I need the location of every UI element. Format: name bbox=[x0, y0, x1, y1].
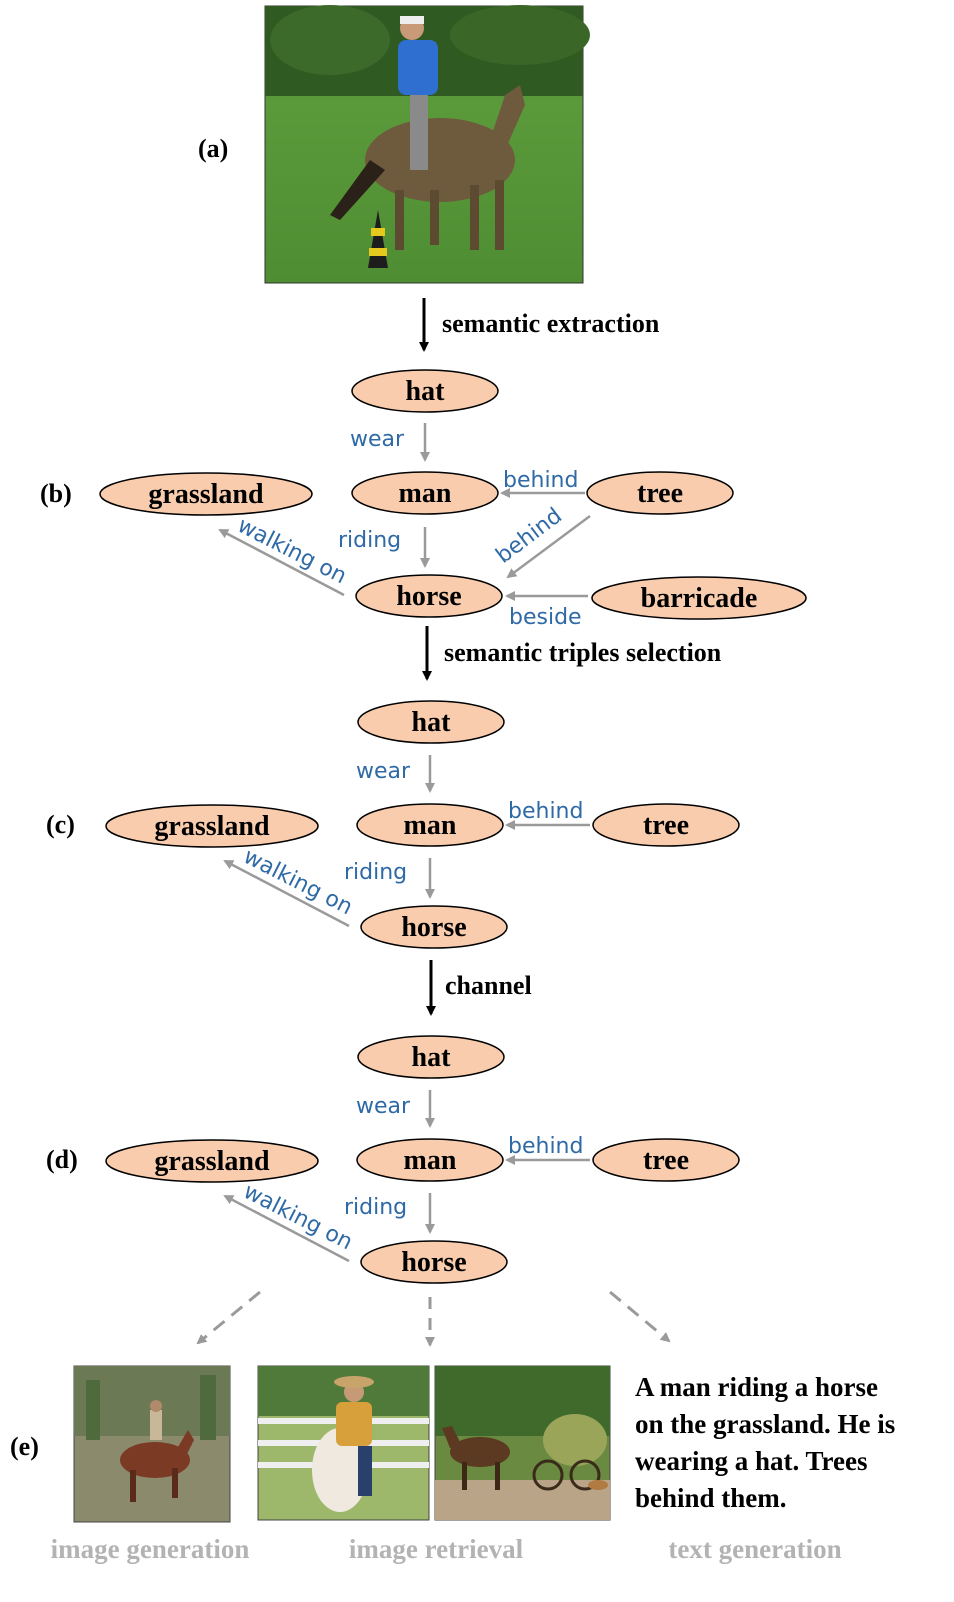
node-grassland bbox=[105, 804, 319, 848]
panel-label-a: (a) bbox=[198, 134, 228, 163]
edge-walking-on bbox=[218, 528, 345, 597]
relation-behind: behind bbox=[508, 1134, 583, 1159]
node-tree-label: tree bbox=[637, 478, 683, 509]
node-hat-label: hat bbox=[412, 1042, 452, 1073]
step-extraction-label: semantic extraction bbox=[442, 309, 660, 338]
node-tree bbox=[592, 1138, 740, 1182]
relation-walking-on: walking on bbox=[239, 1179, 356, 1255]
relation-riding: riding bbox=[338, 528, 401, 553]
node-hat bbox=[351, 369, 499, 413]
relation-behind: behind bbox=[503, 468, 578, 493]
relation-behind: behind bbox=[508, 799, 583, 824]
generated-caption: A man riding a horse on the grassland. H… bbox=[635, 1372, 895, 1513]
scene-graph-selected: wear behind riding walking on hat grassl… bbox=[105, 700, 740, 949]
node-grassland bbox=[99, 472, 313, 516]
caption-line-1: A man riding a horse bbox=[635, 1372, 878, 1402]
node-horse-label: horse bbox=[401, 1247, 466, 1278]
node-man-label: man bbox=[404, 1145, 457, 1176]
node-tree bbox=[586, 471, 734, 515]
retrieved-image-2 bbox=[434, 1365, 611, 1521]
step-selection-label: semantic triples selection bbox=[444, 638, 722, 667]
node-tree-label: tree bbox=[643, 1145, 689, 1176]
panel-label-b: (b) bbox=[40, 479, 72, 508]
panel-label-c: (c) bbox=[46, 810, 75, 839]
relation-riding: riding bbox=[344, 1195, 407, 1220]
generated-image bbox=[73, 1365, 231, 1523]
node-man-label: man bbox=[404, 810, 457, 841]
node-horse-label: horse bbox=[396, 581, 461, 612]
node-grassland-label: grassland bbox=[154, 811, 270, 842]
caption-line-3: wearing a hat. Trees bbox=[635, 1446, 867, 1476]
edge-walking-on bbox=[223, 859, 350, 928]
arrow-to-text-generation bbox=[609, 1290, 671, 1343]
panel-label-d: (d) bbox=[46, 1145, 78, 1174]
node-horse bbox=[360, 905, 508, 949]
caption-line-4: behind them. bbox=[635, 1483, 787, 1513]
step-channel-label: channel bbox=[445, 971, 532, 1000]
relation-walking-on: walking on bbox=[239, 844, 356, 920]
arrow-to-image-generation bbox=[196, 1290, 261, 1345]
node-grassland-label: grassland bbox=[148, 479, 264, 510]
input-photo bbox=[264, 5, 590, 284]
node-horse bbox=[355, 574, 503, 618]
retrieved-image-1 bbox=[257, 1365, 430, 1521]
edge-walking-on bbox=[223, 1194, 350, 1263]
node-hat-label: hat bbox=[406, 376, 446, 407]
node-man bbox=[356, 1138, 504, 1182]
node-hat bbox=[357, 1035, 505, 1079]
node-man bbox=[351, 471, 499, 515]
scene-graph-received: wear behind riding walking on hat grassl… bbox=[105, 1035, 740, 1284]
relation-beside: beside bbox=[509, 605, 582, 630]
node-barricade-label: barricade bbox=[641, 583, 758, 614]
node-man-label: man bbox=[399, 478, 452, 509]
node-grassland bbox=[105, 1139, 319, 1183]
node-grassland-label: grassland bbox=[154, 1146, 270, 1177]
node-hat-label: hat bbox=[412, 707, 452, 738]
edge-tree-behind-horse bbox=[506, 514, 591, 579]
node-man bbox=[356, 803, 504, 847]
caption-line-2: on the grassland. He is bbox=[635, 1409, 895, 1439]
output-label-image-retrieval: image retrieval bbox=[349, 1534, 524, 1564]
relation-tree-behind-horse: behind bbox=[492, 503, 567, 568]
relation-walking-on: walking on bbox=[233, 513, 350, 589]
node-barricade bbox=[591, 576, 807, 620]
node-tree-label: tree bbox=[643, 810, 689, 841]
output-label-text-generation: text generation bbox=[668, 1534, 841, 1564]
node-hat bbox=[357, 700, 505, 744]
relation-wear: wear bbox=[356, 1094, 411, 1119]
scene-graph-full: wear behind riding walking on behind bes… bbox=[99, 369, 807, 630]
node-horse bbox=[360, 1240, 508, 1284]
panel-label-e: (e) bbox=[10, 1432, 39, 1461]
relation-wear: wear bbox=[350, 427, 405, 452]
relation-riding: riding bbox=[344, 860, 407, 885]
node-horse-label: horse bbox=[401, 912, 466, 943]
output-label-image-generation: image generation bbox=[51, 1534, 250, 1564]
relation-wear: wear bbox=[356, 759, 411, 784]
node-tree bbox=[592, 803, 740, 847]
